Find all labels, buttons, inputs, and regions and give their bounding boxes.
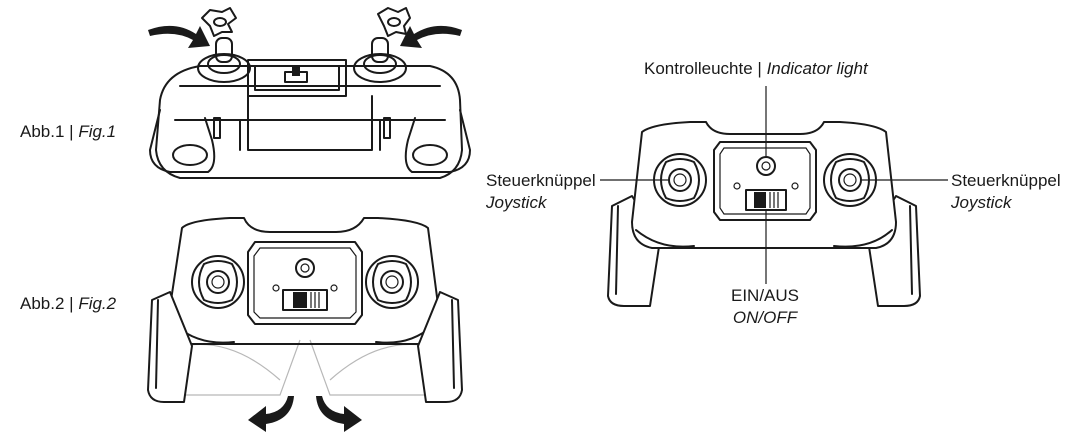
- fig2-controller: [147, 217, 463, 432]
- power-switch-label: EIN/AUS ON/OFF: [731, 286, 800, 327]
- joystick-left-label: Steuerknüppel Joystick: [486, 171, 596, 212]
- labelled-controller: [600, 86, 948, 307]
- fig2-arrow-left-icon: [248, 396, 294, 432]
- fig1-joystick-cap-left: [201, 7, 237, 37]
- fig1-arrow-left-icon: [148, 25, 210, 48]
- fig2-label: Abb.2 | Fig.2: [20, 294, 117, 313]
- joystick-right-label: Steuerknüppel Joystick: [951, 171, 1061, 212]
- indicator-light-label: Kontrolleuchte | Indicator light: [644, 59, 868, 78]
- fig2-arrow-right-icon: [316, 396, 362, 432]
- fig1-arrow-right-icon: [400, 25, 462, 48]
- fig1-switch-icon: [292, 66, 300, 76]
- fig2-power-switch: [282, 289, 328, 311]
- fig1-joystick-cap-right: [377, 7, 411, 37]
- fig1-label: Abb.1 | Fig.1: [20, 122, 117, 141]
- fig2-joystick-left: [191, 255, 245, 309]
- fig1-controller: [148, 7, 471, 179]
- fig2-joystick-right: [365, 255, 419, 309]
